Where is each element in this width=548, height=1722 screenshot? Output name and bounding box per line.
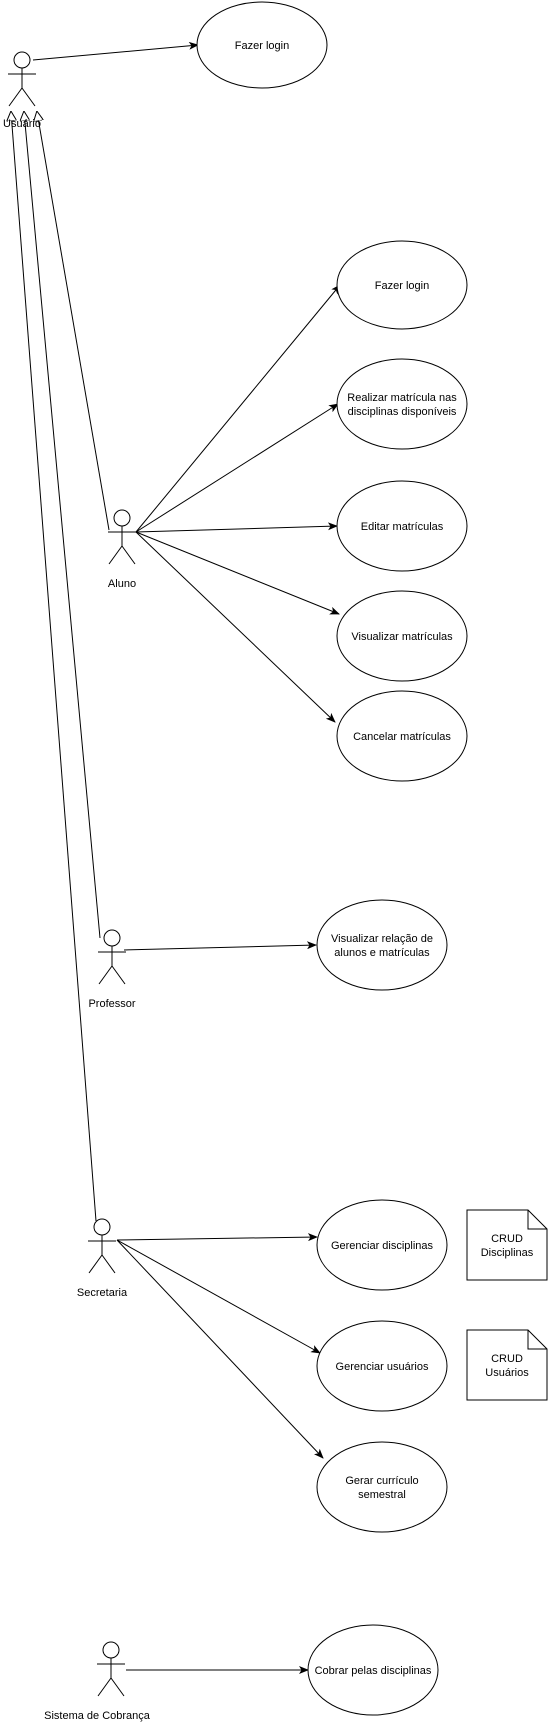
svg-text:Gerar currículo: Gerar currículo [345,1475,418,1487]
assoc-aluno-login [135,284,341,533]
assoc-usuario-login [32,41,199,61]
svg-text:CRUD: CRUD [491,1353,523,1365]
generalization-professor [24,112,101,939]
actor-secretaria-label: Secretaria [77,1287,128,1299]
actor-professor-label: Professor [88,998,135,1010]
usecase-gerenciar-usuarios[interactable]: Gerenciar usuários [316,1320,448,1412]
assoc-secretaria-gerenciar-usuarios [116,1239,321,1354]
svg-text:disciplinas disponíveis: disciplinas disponíveis [348,406,457,418]
svg-text:Fazer login: Fazer login [235,40,289,52]
actor-usuario[interactable]: Usuário [3,51,41,130]
usecase-gerar-curriculo[interactable]: Gerar currículo semestral [316,1441,448,1533]
generalization-aluno [37,112,110,531]
svg-text:Cobrar pelas disciplinas: Cobrar pelas disciplinas [315,1665,432,1677]
svg-text:Visualizar relação de: Visualizar relação de [331,933,433,945]
svg-text:alunos e matrículas: alunos e matrículas [334,947,430,959]
usecase-usuario-fazer-login[interactable]: Fazer login [196,1,328,89]
svg-text:Editar matrículas: Editar matrículas [361,521,444,533]
usecase-visualizar-matriculas[interactable]: Visualizar matrículas [336,590,468,682]
svg-text:Usuários: Usuários [485,1367,529,1379]
usecase-aluno-fazer-login[interactable]: Fazer login [336,240,468,330]
actor-usuario-label: Usuário [3,118,41,130]
usecase-editar-matriculas[interactable]: Editar matrículas [336,480,468,572]
usecase-gerenciar-disciplinas[interactable]: Gerenciar disciplinas [316,1199,448,1291]
note-crud-usuarios[interactable]: CRUD Usuários [466,1329,548,1401]
actor-sistema-cobranca[interactable]: Sistema de Cobrança [44,1641,151,1722]
actor-sistema-cobranca-label: Sistema de Cobrança [44,1710,151,1722]
svg-text:Realizar matrícula nas: Realizar matrícula nas [347,392,457,404]
svg-text:Visualizar matrículas: Visualizar matrículas [351,631,453,643]
svg-text:Gerenciar usuários: Gerenciar usuários [336,1361,429,1373]
usecase-realizar-matricula[interactable]: Realizar matrícula nas disciplinas dispo… [336,358,468,450]
svg-text:Gerenciar disciplinas: Gerenciar disciplinas [331,1240,434,1252]
actor-secretaria[interactable]: Secretaria [77,1218,128,1299]
svg-text:Cancelar matrículas: Cancelar matrículas [353,731,451,743]
assoc-secretaria-gerenciar-disciplinas [116,1233,318,1242]
usecase-cobrar-disciplinas[interactable]: Cobrar pelas disciplinas [307,1624,439,1716]
assoc-aluno-editar [135,522,338,533]
assoc-aluno-visualizar [135,531,340,615]
assoc-professor-visualizar-relacao [123,941,317,951]
usecase-cancelar-matriculas[interactable]: Cancelar matrículas [336,690,468,782]
generalization-secretaria [11,112,97,1222]
actor-aluno-label: Aluno [108,578,136,590]
svg-text:Disciplinas: Disciplinas [481,1247,534,1259]
actor-professor[interactable]: Professor [88,929,136,1010]
svg-text:semestral: semestral [358,1489,406,1501]
svg-text:CRUD: CRUD [491,1233,523,1245]
svg-text:Fazer login: Fazer login [375,280,429,292]
assoc-aluno-realizar [135,403,339,533]
note-crud-disciplinas[interactable]: CRUD Disciplinas [466,1209,548,1281]
actor-aluno[interactable]: Aluno [108,509,136,590]
assoc-secretaria-gerar-curriculo [116,1239,324,1459]
assoc-aluno-cancelar [135,531,336,723]
usecase-visualizar-relacao[interactable]: Visualizar relação de alunos e matrícula… [316,899,448,991]
